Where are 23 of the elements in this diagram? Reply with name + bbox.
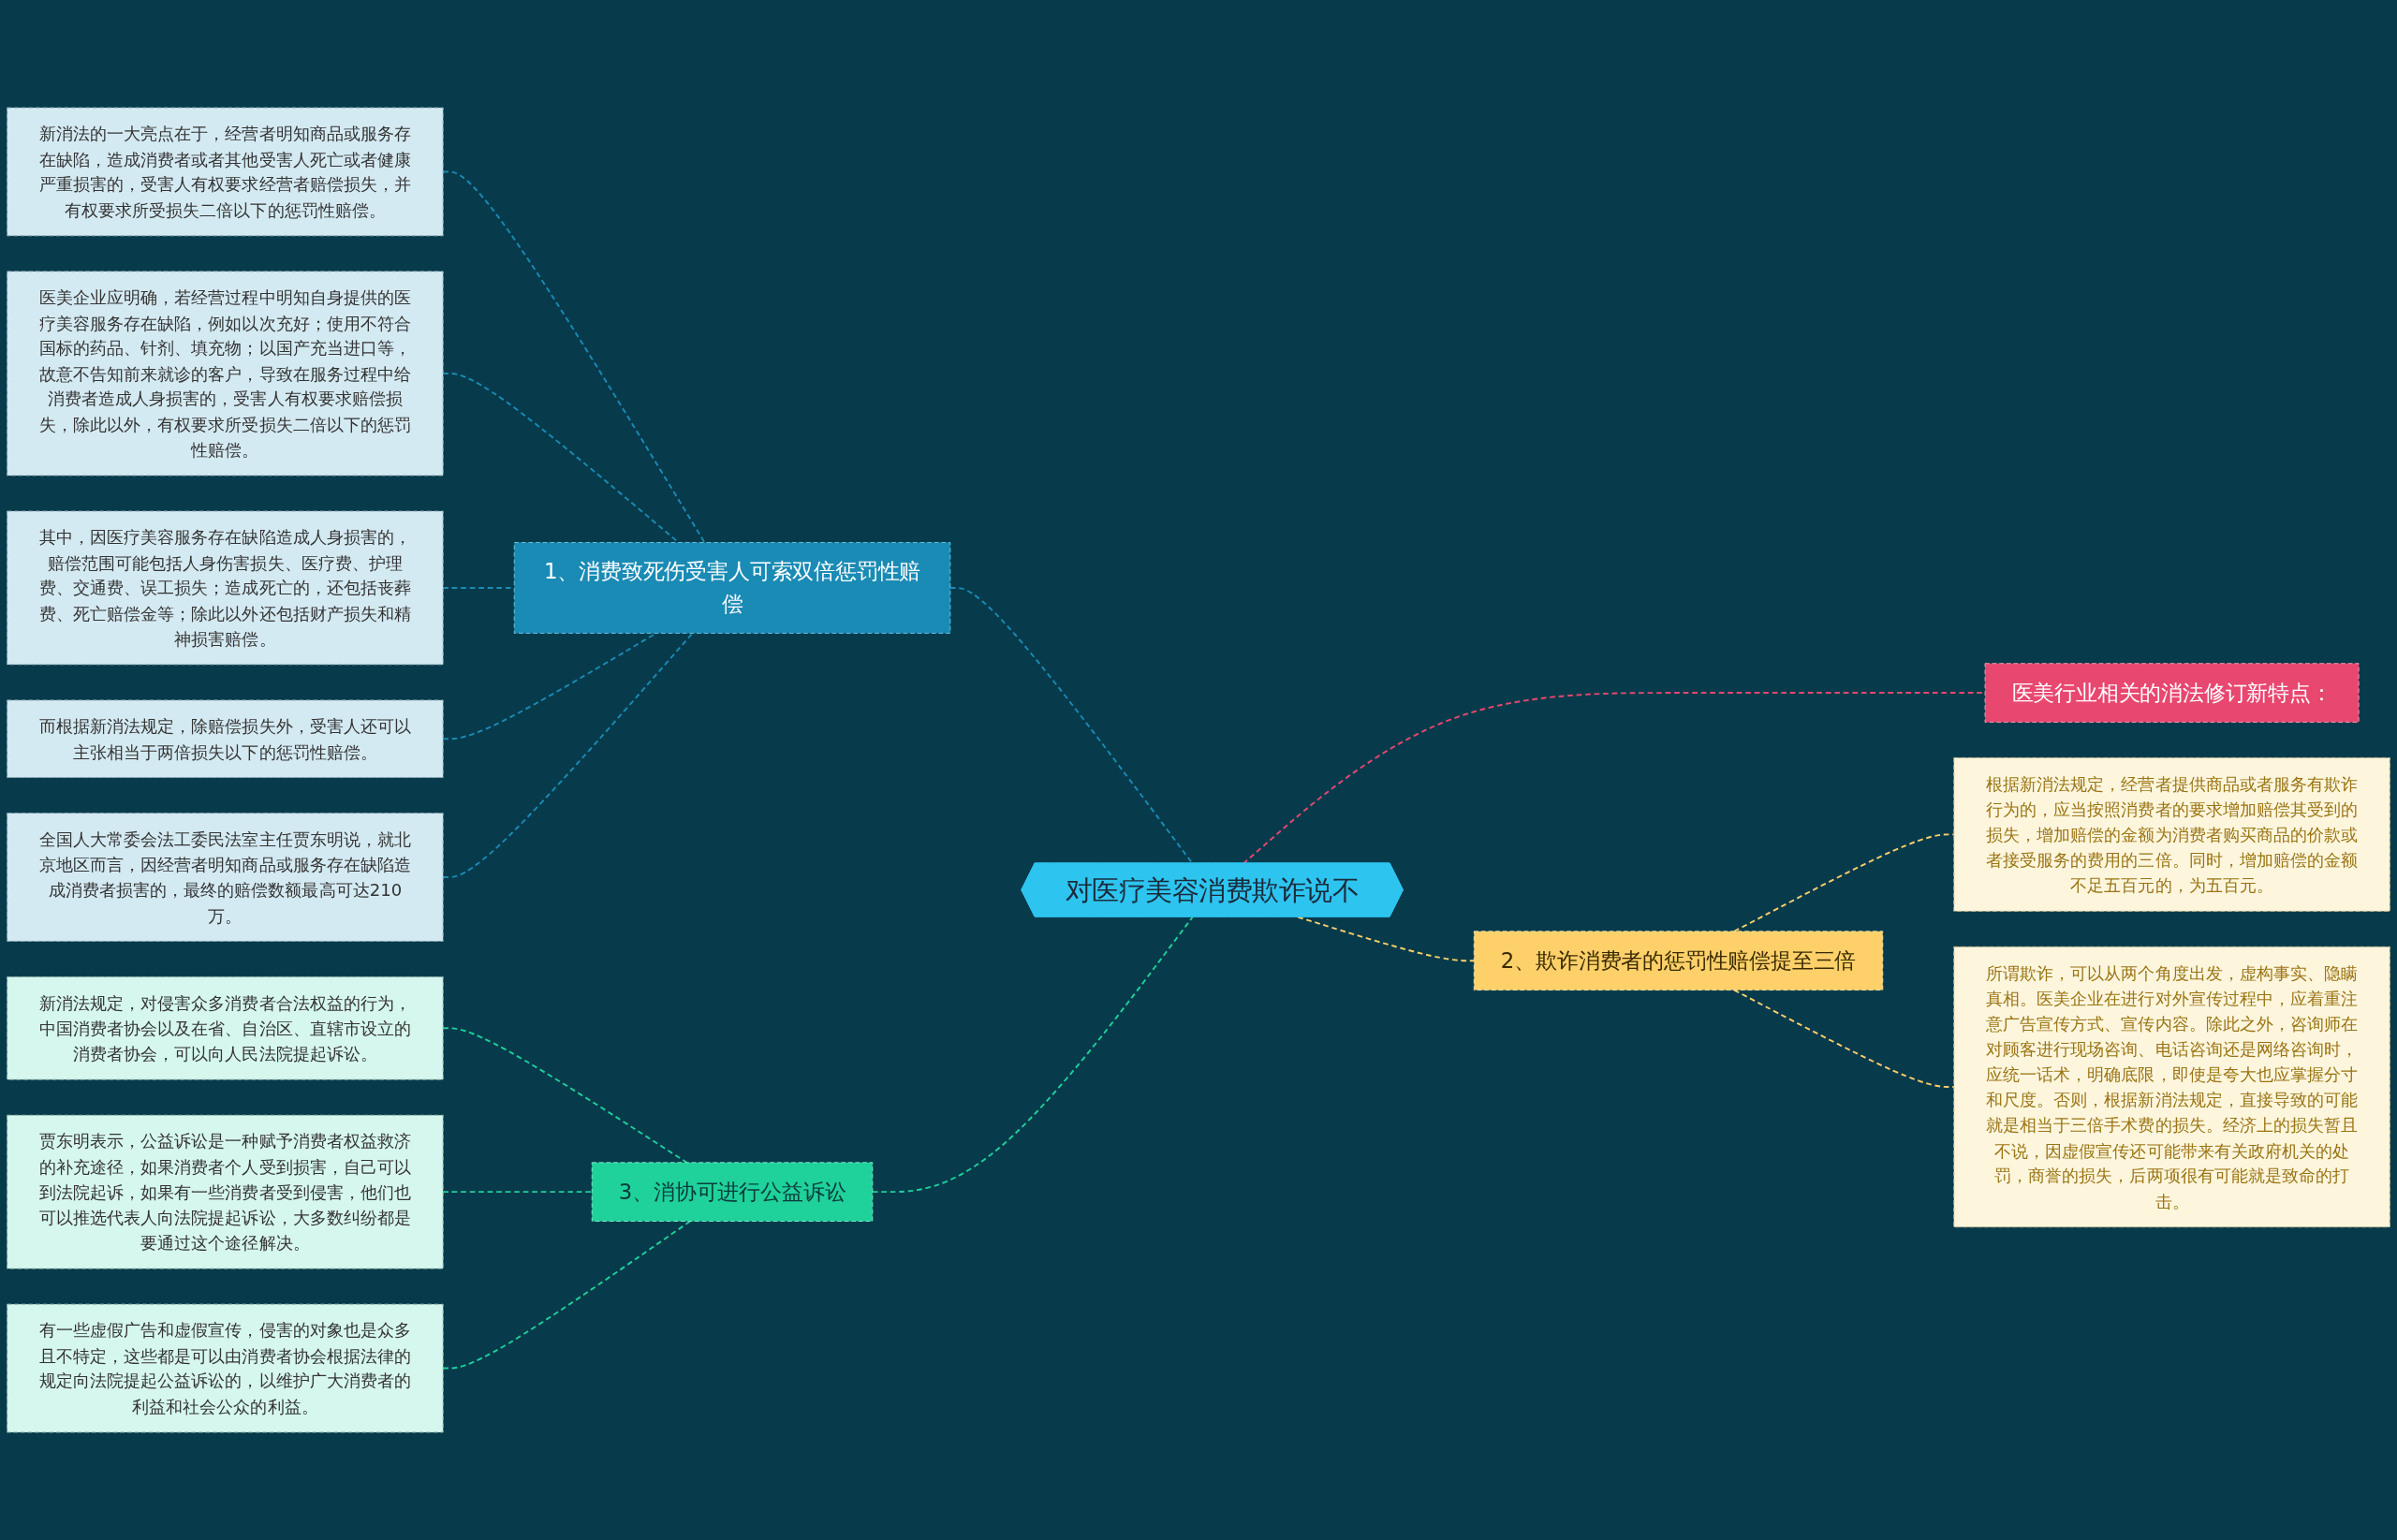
- node-box: 3、消协可进行公益诉讼: [591, 1162, 874, 1222]
- node-box: 2、欺诈消费者的惩罚性赔偿提至三倍: [1473, 931, 1884, 991]
- connector: [442, 1220, 691, 1370]
- connector: [871, 916, 1194, 1194]
- node-box: 贾东明表示，公益诉讼是一种赋予消费者权益救济的补充途径，如果消费者个人受到损害，自己可以到法院起诉，如果有一些消费者受到侵害，他们也可以推选代表人向法院提起诉讼，大多数纠纷都是要通过这个途径解决。: [7, 1114, 444, 1269]
- node-box: 其中，因医疗美容服务存在缺陷造成人身损害的，赔偿范围可能包括人身伤害损失、医疗费、护理费、交通费、误工损失；造成死亡的，还包括丧葬费、死亡赔偿金等；除此以外还包括财产损失和精神损害赔偿。: [7, 510, 444, 666]
- connector: [442, 373, 680, 544]
- node-box: 所谓欺诈，可以从两个角度出发，虚构事实、隐瞒真相。医美企业在进行对外宣传过程中，应着重注意广告宣传方式、宣传内容。除此之外，咨询师在对顾客进行现场咨询、电话咨询还是网络咨询时，应统一话术，明确底限，即使是夸大也应掌握分寸和尺度。否则，根据新消法规定，直接导致的可能就是相当于三倍手术费的损失。经济上的损失暂且不说，因虚假宣传还可能带来有关政府机关的处罚，商誉的损失，后两项很有可能就是致命的打击。: [1953, 946, 2390, 1228]
- connector: [949, 587, 1194, 865]
- node-box: 全国人大常委会法工委民法室主任贾东明说，就北京地区而言，因经营者明知商品或服务存在缺陷造成消费者损害的，最终的赔偿数额最高可达210万。: [7, 813, 444, 942]
- connector: [442, 170, 706, 544]
- node-box: 医美企业应明确，若经营过程中明知自身提供的医疗美容服务存在缺陷，例如以次充好；使用不符合国标的药品、针剂、填充物；以国产充当进口等，故意不告知前来就诊的客户，导致在服务过程中给消费者造成人身损害的，受害人有权要求赔偿损失，除此以外，有权要求所受损失二倍以下的惩罚性赔偿。: [7, 271, 444, 477]
- node-box: 医美行业相关的消法修订新特点：: [1984, 663, 2360, 723]
- node-box: 根据新消法规定，经营者提供商品或者服务有欺诈行为的，应当按照消费者的要求增加赔偿其受到的损失，增加赔偿的金额为消费者购买商品的价款或者接受服务的费用的三倍。同时，增加赔偿的金额不足五百元的，为五百元。: [1953, 756, 2390, 912]
- connector: [442, 1027, 688, 1164]
- node-box: 新消法的一大亮点在于，经营者明知商品或服务存在缺陷，造成消费者或者其他受害人死亡或者健康严重损害的，受害人有权要求经营者赔偿损失，并有权要求所受损失二倍以下的惩罚性赔偿。: [7, 107, 444, 237]
- node-box: 1、消费致死伤受害人可索双倍惩罚性赔偿: [513, 542, 951, 634]
- connector: [1297, 916, 1476, 962]
- node-box: 有一些虚假广告和虚假宣传，侵害的对象也是众多且不特定，这些都是可以由消费者协会根据法律的规定向法院提起公益诉讼的，以维护广大消费者的利益和社会公众的利益。: [7, 1303, 444, 1433]
- connector: [442, 632, 694, 878]
- connector: [442, 1191, 594, 1194]
- node-box: 新消法规定，对侵害众多消费者合法权益的行为，中国消费者协会以及在省、自治区、直辖市设立的消费者协会，可以向人民法院提起诉讼。: [7, 975, 444, 1080]
- node-box: 而根据新消法规定，除赔偿损失外，受害人还可以主张相当于两倍损失以下的惩罚性赔偿。: [7, 699, 444, 779]
